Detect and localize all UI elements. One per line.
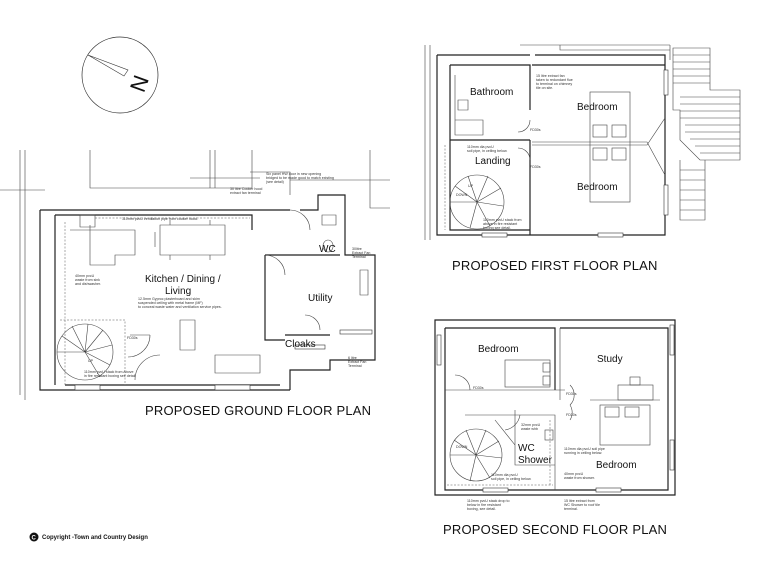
note: bridged to be made good to match existin… (266, 176, 334, 180)
note: Terminal (348, 364, 362, 368)
window (663, 69, 669, 96)
note: Terminal (352, 255, 366, 259)
note: FD30s (127, 336, 138, 340)
note: UP (88, 359, 94, 363)
note: 110mm pvcU stack from (483, 218, 521, 222)
compass-north-label: N (125, 72, 154, 95)
note: 12.5mm Gyproc plasterboard and skim (138, 297, 200, 301)
window (595, 487, 622, 493)
window (294, 344, 326, 350)
second-floor-plan: Bedroom Study Bedroom WC Shower FD30s FD… (434, 319, 676, 537)
window (482, 487, 509, 493)
note: soil pipe, in ceiling below. (491, 477, 531, 481)
note: waste from shower. (564, 476, 595, 480)
window (481, 232, 508, 238)
note: boxing see detail. (483, 226, 511, 230)
room-label-landing: Landing (475, 156, 511, 167)
room-label-bathroom: Bathroom (470, 87, 513, 98)
note: above in fire resistant (483, 222, 517, 226)
room-label-shower: Shower (518, 455, 553, 466)
note: Extract Fan (352, 251, 370, 255)
note: 15 litre extract fan (536, 74, 565, 78)
room-label-bedroom-1: Bedroom (478, 344, 519, 355)
note: FD30s (530, 165, 541, 169)
note: 30 litre Cooker hood (230, 187, 262, 191)
note: Six panel HW door in new opening (266, 172, 321, 176)
copyright-text: Copyright -Town and Country Design (42, 535, 148, 541)
note: boxing, see detail. (467, 507, 496, 511)
note: Extract Fan (348, 360, 366, 364)
note: running in ceiling below. (564, 451, 602, 455)
note: extract fan terminal (230, 191, 261, 195)
window (669, 324, 675, 356)
window (74, 384, 101, 391)
note: FD30s (566, 392, 577, 396)
copyright-symbol: C (32, 536, 37, 542)
note: FD30s (473, 386, 484, 390)
compass-circle-icon (81, 36, 159, 114)
room-label-wc: WC (319, 244, 336, 255)
note: 40mm pvcU (564, 472, 584, 476)
note: 32mm pvcU (521, 423, 541, 427)
note: terminal. (564, 507, 578, 511)
second-floor-title: PROPOSED SECOND FLOOR PLAN (443, 522, 667, 537)
ground-floor-plan: Kitchen / Dining / Living WC Utility Clo… (0, 150, 390, 418)
note: FD30s (566, 413, 577, 417)
first-floor-title: PROPOSED FIRST FLOOR PLAN (452, 258, 658, 273)
room-label-bedroom-2: Bedroom (596, 460, 637, 471)
window (597, 232, 624, 238)
note: to terminal on chimney (536, 82, 572, 86)
room-label-utility: Utility (308, 293, 332, 304)
window (663, 184, 669, 216)
note: and dishwasher. (75, 282, 101, 286)
note: FD30s (530, 128, 541, 132)
note: UP (468, 184, 474, 188)
room-label-study: Study (597, 354, 623, 365)
room-label-cloaks: Cloaks (285, 339, 316, 350)
window (339, 329, 373, 335)
note: 110mm dia pvcU soil pipe (564, 447, 605, 451)
room-label-kitchen-2: Living (165, 286, 191, 297)
room-label-bedroom-1: Bedroom (577, 102, 618, 113)
note: 6 litre (348, 356, 357, 360)
note: 110mm pvcU ventilation pipe from cooker … (122, 217, 198, 221)
note: 110mm dia pvcU (491, 473, 518, 477)
note: (see detail) (266, 180, 284, 184)
note: tile on site. (536, 86, 553, 90)
north-compass: N (81, 36, 159, 114)
window (669, 439, 675, 471)
note: DOWN (456, 445, 468, 449)
note: DOWN (456, 193, 468, 197)
note: taken to redundant flue (536, 78, 573, 82)
note: soil pipe, in ceiling below. (467, 149, 507, 153)
note: in fire resistant boxing see detail (84, 374, 136, 378)
window (214, 384, 251, 391)
room-label-wc: WC (518, 443, 535, 454)
note: waste whb (521, 427, 538, 431)
copyright: C Copyright -Town and Country Design (29, 532, 148, 542)
note: 110mm dia pvcU (467, 145, 494, 149)
compass-arrow-icon (87, 54, 129, 77)
room-label-bedroom-2: Bedroom (577, 182, 618, 193)
note: 110mm pvcU stack drop to (467, 499, 509, 503)
room-label-kitchen: Kitchen / Dining / (145, 274, 221, 285)
copyright-icon (29, 532, 39, 542)
ground-floor-title: PROPOSED GROUND FLOOR PLAN (145, 403, 371, 418)
first-floor-plan: Bathroom Landing Bedroom Bedroom 15 litr… (424, 44, 741, 273)
note: WC Shower to roof tile (564, 503, 600, 507)
note: 110mm pvcU stack from Above (84, 370, 133, 374)
note: waste from sink (75, 278, 100, 282)
note: to conceal waste water and ventilation s… (138, 305, 222, 309)
note: 30litre (352, 247, 362, 251)
note: suspended ceiling with metal frame (MF) (138, 301, 203, 305)
note: below in fire resistant (467, 503, 501, 507)
window (436, 334, 442, 366)
note: 15 litre extract from (564, 499, 595, 503)
roof-tiles (672, 47, 741, 221)
note: 40mm pvcU (75, 274, 95, 278)
